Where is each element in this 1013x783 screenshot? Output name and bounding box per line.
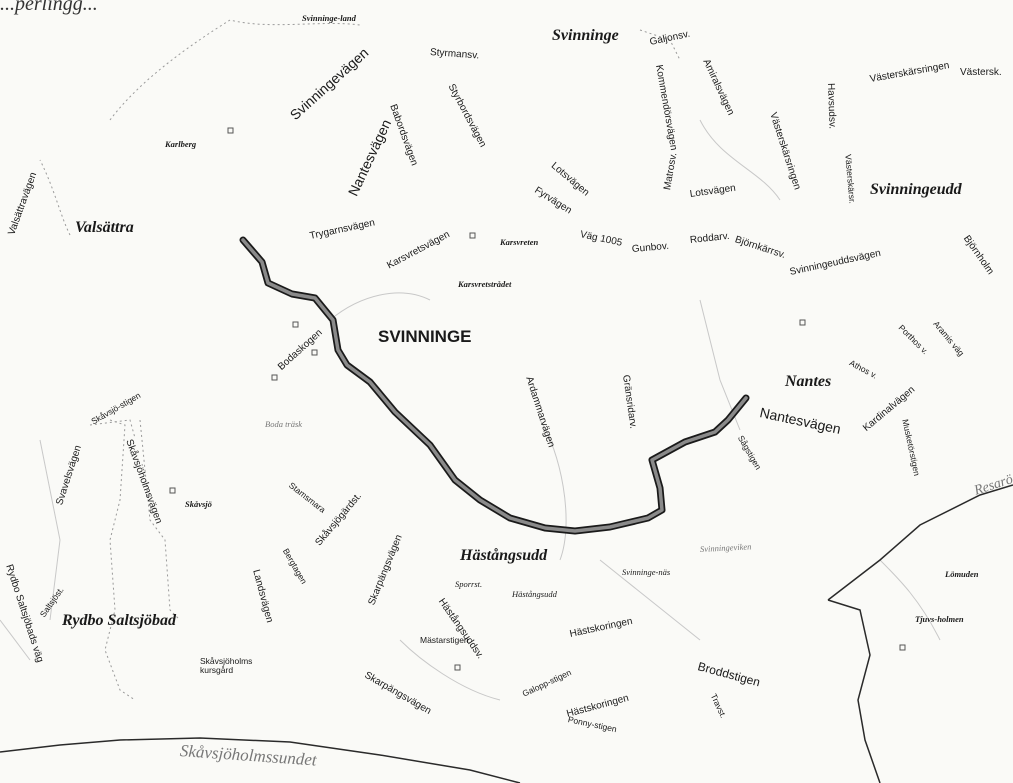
label-vastersk: Västersk. [960, 67, 1002, 78]
label-svinninge-land: Svinninge-land [302, 13, 356, 23]
header-fragment: ...perlingg... [0, 0, 98, 15]
label-karlberg: Karlberg [165, 139, 197, 149]
label-svinninge-top: Svinninge [552, 27, 619, 44]
label-bodasvik: Boda träsk [265, 419, 303, 429]
faint-lines [0, 119, 941, 701]
label-hastangsudd-small: Hästångsudd [512, 589, 557, 599]
label-skavsjo: Skåvsjö [185, 499, 212, 509]
label-skavsjoholms-kursgard: Skåvsjöholms kursgård [200, 656, 253, 676]
label-lomuden: Lömuden [945, 569, 979, 579]
label-svinninge-nas: Svinninge-näs [622, 567, 671, 577]
label-karsvretsirlidet: Karsvretstrådet [458, 279, 512, 289]
label-valsattra: Valsättra [75, 219, 134, 236]
highlighted-route [239, 236, 750, 535]
label-tjuvholmen: Tjuvs-holmen [915, 614, 964, 624]
label-hastangsudd: Hästångsudd [460, 547, 548, 564]
label-svinninge-caps: SVINNINGE [378, 327, 472, 346]
label-havsudden: Havsudsv. [825, 82, 838, 130]
label-sporrst: Sporrst. [455, 579, 483, 589]
label-nantes: Nantes [785, 373, 832, 390]
label-svinningeudd: Svinningeudd [870, 181, 962, 198]
label-mastarstigen: Mästarstigen [420, 635, 469, 645]
label-rydbo-saltsjobad: Rydbo Saltsjöbad [62, 612, 176, 629]
dotted-paths [39, 19, 681, 701]
building-marks [169, 127, 906, 671]
label-karsvreten: Karsvreten [500, 237, 539, 247]
coastline [0, 484, 1013, 783]
